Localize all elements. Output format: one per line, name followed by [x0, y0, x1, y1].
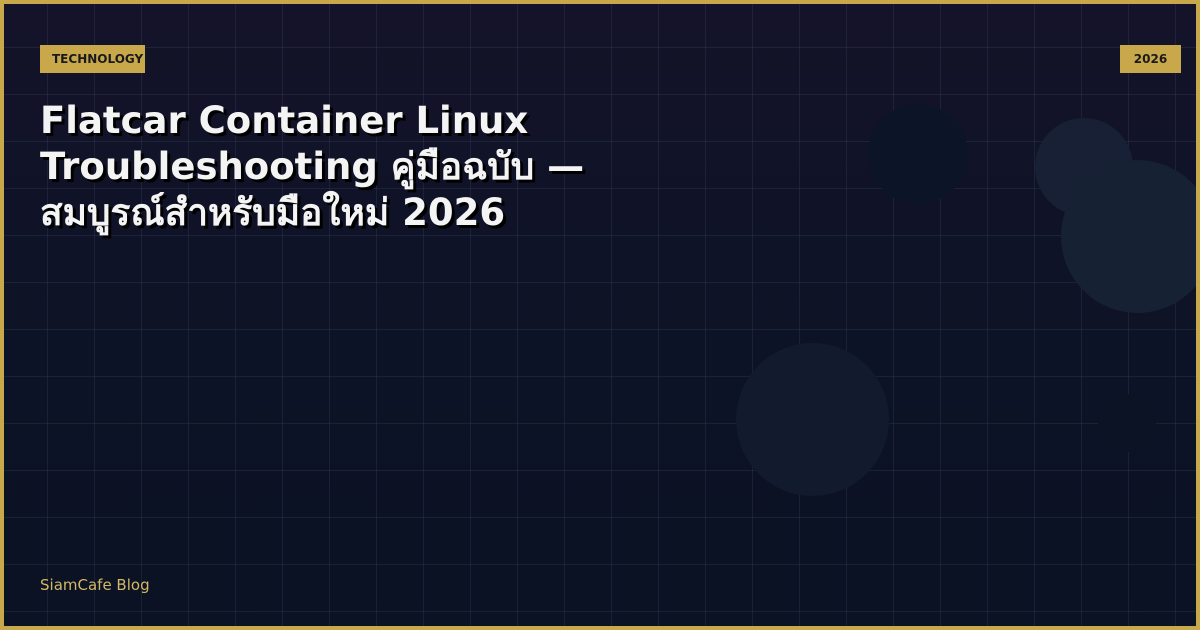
decor-circle: [736, 343, 889, 496]
category-badge: TECHNOLOGY: [40, 45, 145, 73]
page-title: Flatcar Container Linux Troubleshooting …: [40, 99, 585, 234]
decor-circle: [868, 104, 968, 204]
grid-background: [4, 4, 1196, 626]
year-badge: 2026: [1120, 45, 1181, 73]
brand-name: SiamCafe Blog: [40, 576, 150, 594]
decor-circle: [1061, 160, 1196, 313]
decor-circle: [1098, 394, 1156, 452]
